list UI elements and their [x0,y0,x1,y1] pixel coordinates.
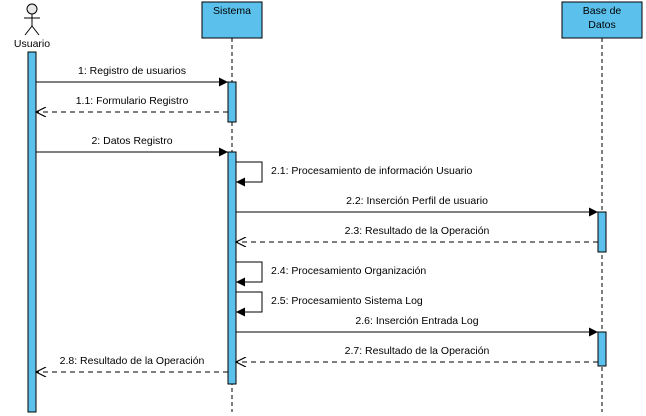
message-2-1-label: 2.1: Procesamiento de información Usuari… [271,165,473,177]
message-1-1-label: 1.1: Formulario Registro [76,95,189,107]
message-2-1[interactable]: 2.1: Procesamiento de información Usuari… [236,161,473,187]
message-2-4-arrow [236,261,263,287]
message-2-5[interactable]: 2.5: Procesamiento Sistema Log [236,291,423,317]
activation-base-de-datos-2 [597,331,607,367]
message-2-2[interactable]: 2.2: Inserción Perfil de usuario [236,195,598,217]
message-2-4[interactable]: 2.4: Procesamiento Organización [236,261,426,287]
message-2-4-label: 2.4: Procesamiento Organización [271,265,426,277]
activation-base-de-datos-1 [597,211,607,253]
participant-base-de-datos-label-line1: Base de [583,5,622,17]
activation-usuario [27,51,37,413]
message-1-label: 1: Registro de usuarios [78,65,186,77]
message-2-7-label: 2.7: Resultado de la Operación [345,345,490,357]
message-2-5-label: 2.5: Procesamiento Sistema Log [271,295,423,307]
message-2[interactable]: 2: Datos Registro [36,135,228,157]
stick-figure-icon [24,3,40,36]
message-2-1-arrow [236,161,263,187]
actor-usuario-label: Usuario [14,38,50,50]
message-2-5-arrow [236,291,263,317]
participant-sistema-box [201,1,263,39]
message-2-2-label: 2.2: Inserción Perfil de usuario [346,195,488,207]
message-2-label: 2: Datos Registro [91,135,172,147]
actor-usuario[interactable]: Usuario [14,3,50,50]
participant-base-de-datos[interactable]: Base de Datos [561,1,643,39]
message-2-6[interactable]: 2.6: Inserción Entrada Log [236,315,598,337]
message-2-6-label: 2.6: Inserción Entrada Log [355,315,478,327]
message-2-3[interactable]: 2.3: Resultado de la Operación [236,225,598,242]
message-1-1[interactable]: 1.1: Formulario Registro [36,95,228,112]
participant-sistema[interactable]: Sistema [201,1,263,39]
participant-sistema-label: Sistema [213,5,251,17]
activation-sistema-1 [227,81,237,123]
message-2-8[interactable]: 2.8: Resultado de la Operación [36,355,228,372]
message-2-3-label: 2.3: Resultado de la Operación [345,225,490,237]
activation-sistema-2 [227,151,237,385]
participant-base-de-datos-box [561,1,643,39]
message-2-7[interactable]: 2.7: Resultado de la Operación [236,345,598,362]
participant-base-de-datos-label-line2: Datos [588,19,615,31]
message-1[interactable]: 1: Registro de usuarios [36,65,228,87]
message-2-8-label: 2.8: Resultado de la Operación [60,355,205,367]
